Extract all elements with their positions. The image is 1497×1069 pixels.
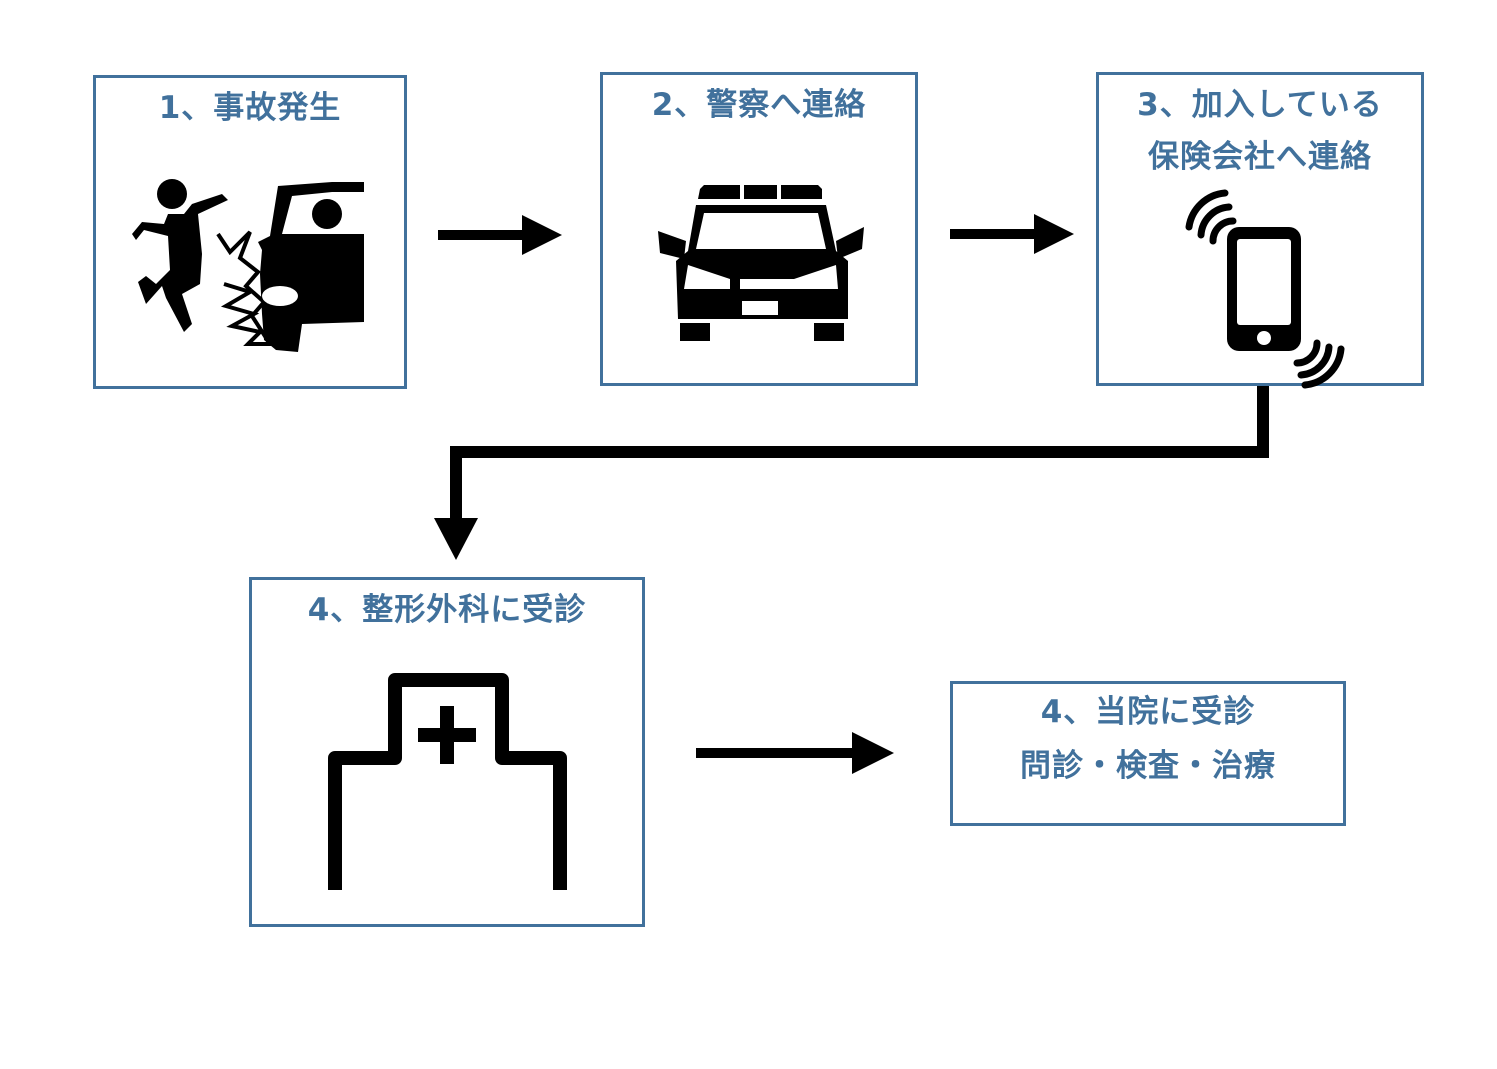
- step-3-insurance: 3、加入している 保険会社へ連絡: [1096, 72, 1424, 389]
- step-3-title-line1: 3、加入している: [1137, 87, 1383, 123]
- step-4-orthopedics: 4、整形外科に受診: [249, 577, 645, 927]
- arrow-step3-to-step4: [434, 386, 1269, 560]
- step-5-title-line2: 問診・検査・治療: [1020, 748, 1276, 784]
- arrow-step2-to-step3: [950, 214, 1074, 254]
- accident-icon: [132, 179, 364, 352]
- arrow-step1-to-step2: [438, 215, 562, 255]
- police-car-icon: [658, 185, 864, 341]
- arrow-step4-to-step5: [696, 732, 894, 774]
- step-3-title-line2: 保険会社へ連絡: [1148, 139, 1372, 175]
- smartphone-vibrate-icon: [1185, 189, 1345, 389]
- hospital-icon: [328, 673, 567, 890]
- step-1-title: 1、事故発生: [158, 90, 342, 126]
- connector-horizontal-segment: [450, 446, 1269, 458]
- step-5-our-clinic: 4、当院に受診 問診・検査・治療: [950, 681, 1346, 826]
- connector-drop-segment: [450, 446, 462, 526]
- arrowhead-down: [434, 518, 478, 560]
- step-5-title-line1: 4、当院に受診: [1040, 694, 1256, 730]
- step-4-title: 4、整形外科に受診: [307, 592, 587, 628]
- step-1-accident: 1、事故発生: [93, 75, 407, 389]
- connector-down-segment: [1257, 386, 1269, 456]
- step-2-title: 2、警察へ連絡: [651, 87, 867, 123]
- step-2-police: 2、警察へ連絡: [600, 72, 918, 386]
